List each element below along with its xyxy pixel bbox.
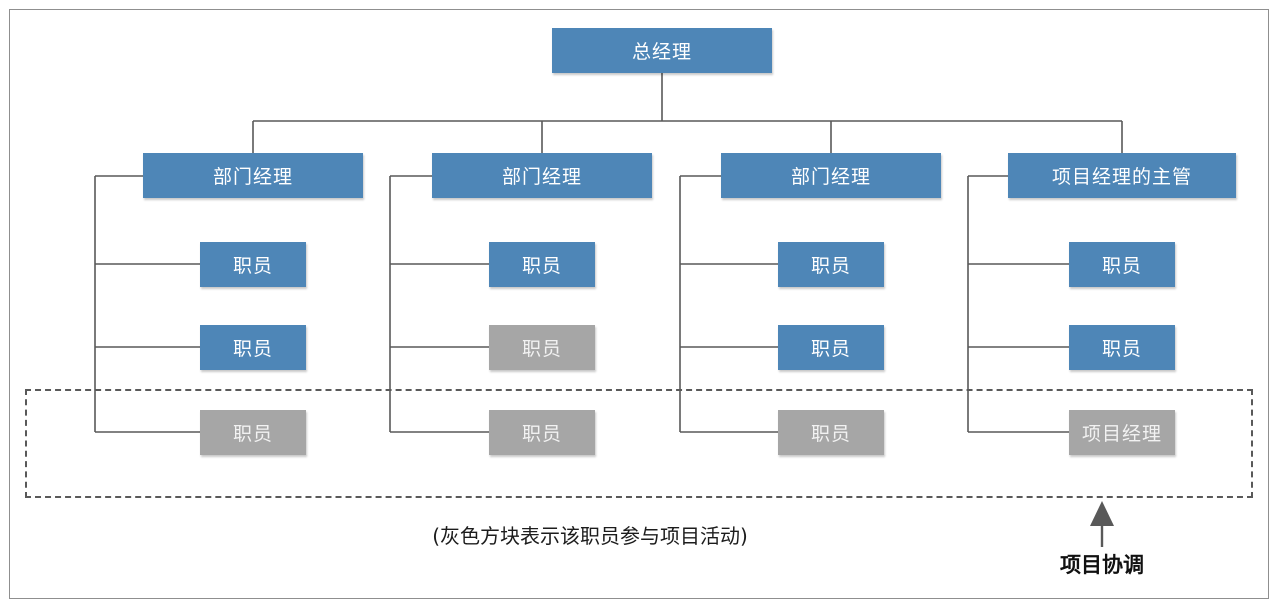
node-staff-participant: 职员 [200, 410, 306, 455]
node-department-manager-2: 部门经理 [432, 153, 652, 198]
gray-box-legend-caption: (灰色方块表示该职员参与项目活动) [432, 524, 748, 548]
node-staff-participant: 职员 [489, 325, 595, 370]
node-staff-participant: 职员 [778, 410, 884, 455]
node-staff: 职员 [1069, 242, 1175, 287]
node-department-manager-1: 部门经理 [143, 153, 363, 198]
diagram-outer-border [9, 9, 1269, 599]
project-activity-dashed-boundary [25, 389, 1253, 498]
node-department-manager-3: 部门经理 [721, 153, 941, 198]
node-project-manager-supervisor: 项目经理的主管 [1008, 153, 1236, 198]
project-coordination-label: 项目协调 [1060, 553, 1144, 577]
node-project-manager: 项目经理 [1069, 410, 1175, 455]
node-staff: 职员 [489, 242, 595, 287]
node-staff: 职员 [778, 325, 884, 370]
node-staff: 职员 [200, 242, 306, 287]
node-general-manager: 总经理 [552, 28, 772, 73]
node-staff: 职员 [1069, 325, 1175, 370]
node-staff: 职员 [200, 325, 306, 370]
node-staff-participant: 职员 [489, 410, 595, 455]
node-staff: 职员 [778, 242, 884, 287]
